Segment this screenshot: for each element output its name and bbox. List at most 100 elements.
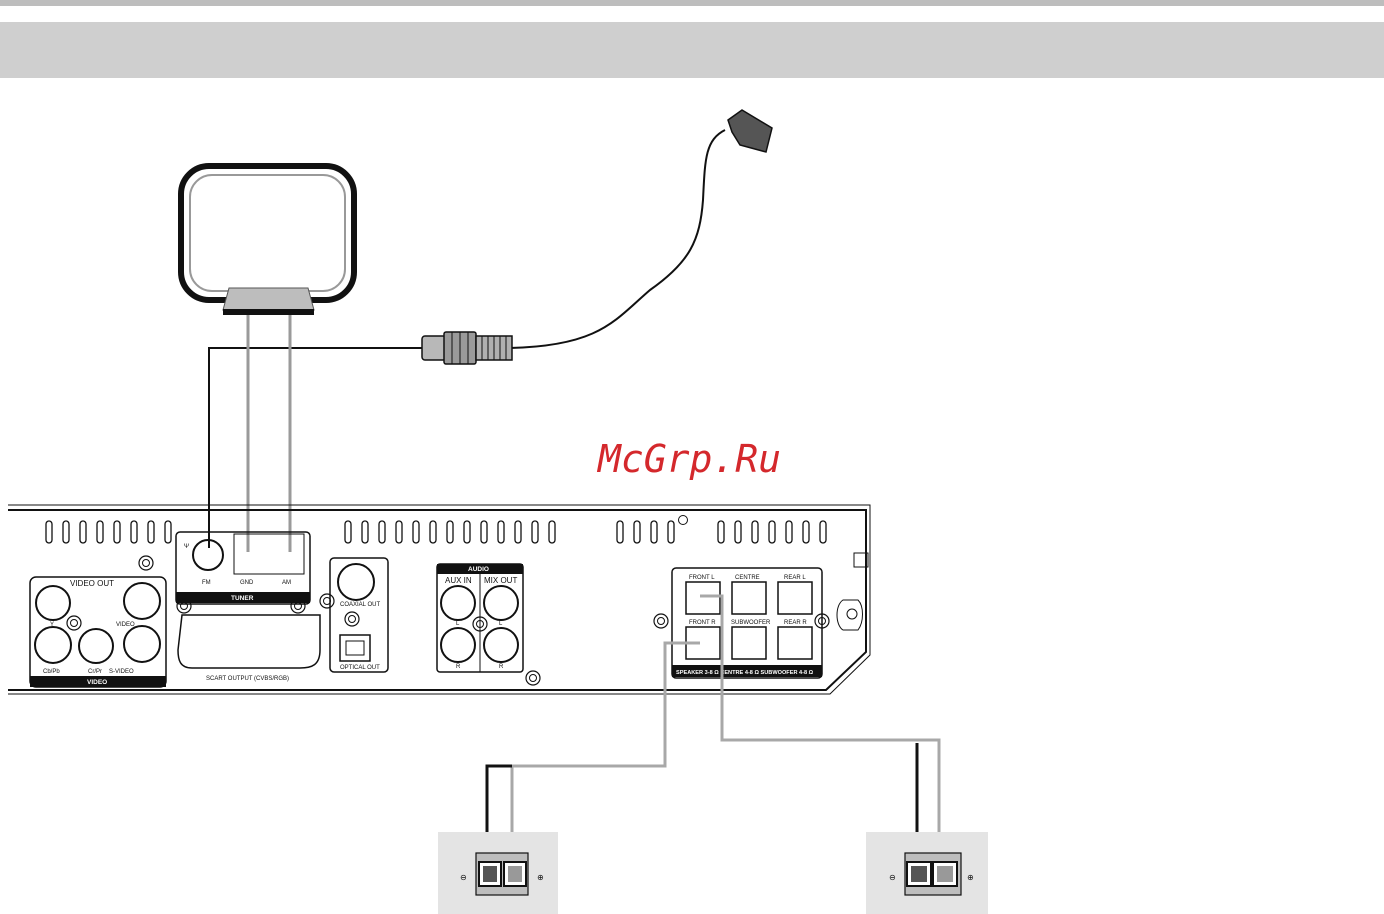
screw-icon [320, 594, 334, 608]
optical-label: OPTICAL OUT [340, 665, 380, 671]
mix-r-label: R [499, 664, 504, 670]
watermark: McGrp.Ru [596, 437, 781, 481]
front-l-terminal [686, 582, 720, 614]
vent-slot [345, 521, 351, 543]
vent-slot [786, 521, 792, 543]
aux-l-label: L [456, 621, 460, 627]
gnd-label: GND [240, 580, 254, 586]
audio-title: AUDIO [468, 566, 489, 573]
cb-pb-jack [35, 627, 71, 663]
vent-slot [430, 521, 436, 543]
fm-antenna-cable [422, 110, 772, 364]
antenna-icon: Ψ [184, 544, 189, 550]
front-r-label: FRONT R [689, 620, 716, 626]
coaxial-label: COAXIAL OUT [340, 602, 380, 608]
am-label: AM [282, 580, 291, 586]
vent-slot [634, 521, 640, 543]
vent-slot [80, 521, 86, 543]
video-label: VIDEO [116, 622, 135, 628]
aux-in-r-jack [441, 628, 475, 662]
vent-slot [735, 521, 741, 543]
vent-slot [803, 521, 809, 543]
vent-slot [515, 521, 521, 543]
am-loop-antenna [181, 166, 354, 315]
scart-label: SCART OUTPUT (CVBS/RGB) [206, 676, 289, 682]
vent-slot [447, 521, 453, 543]
rear-l-label: REAR L [784, 575, 806, 581]
aux-in-label: AUX IN [445, 576, 472, 585]
minus-icon: ⊖ [889, 873, 896, 882]
vent-slot [131, 521, 137, 543]
speaker-terminals-block: SPEAKER 3-8 Ω CENTRE 4-8 Ω SUBWOOFER 4-8… [654, 568, 829, 678]
mix-out-l-jack [484, 586, 518, 620]
vent-slot [820, 521, 826, 543]
fm-wire [209, 348, 422, 548]
vent-slot [481, 521, 487, 543]
am-terminal-box [234, 534, 304, 574]
rear-r-terminal [778, 627, 812, 659]
plus-icon: ⊕ [537, 873, 544, 882]
s-video-label: S-VIDEO [109, 669, 134, 675]
s-video-jack [124, 626, 160, 662]
vent-slot [752, 521, 758, 543]
vent-slots [46, 521, 826, 543]
mix-out-label: MIX OUT [484, 576, 517, 585]
subwoofer-label: SUBWOOFER [731, 620, 771, 626]
aux-in-l-jack [441, 586, 475, 620]
y-label: Y [50, 622, 54, 628]
vent-slot [718, 521, 724, 543]
video-jack [124, 583, 160, 619]
video-out-block: VIDEO OUT VIDEO Y VIDEO Cb/Pb Cr/Pr S-VI… [30, 556, 166, 687]
vent-slot [97, 521, 103, 543]
aux-r-label: R [456, 664, 461, 670]
screw-icon [139, 556, 153, 570]
vent-slot [114, 521, 120, 543]
optical-jack [340, 635, 370, 661]
vent-slot [498, 521, 504, 543]
video-out-title: VIDEO OUT [70, 579, 114, 588]
mix-l-label: L [499, 621, 503, 627]
cr-pr-jack [79, 629, 113, 663]
vent-slot [396, 521, 402, 543]
screw-icon [67, 616, 81, 630]
vent-slot [413, 521, 419, 543]
tuner-label: TUNER [231, 595, 254, 602]
video-footer-label: VIDEO [87, 679, 107, 686]
centre-terminal [732, 582, 766, 614]
rear-r-label: REAR R [784, 620, 807, 626]
digital-out-block: COAXIAL OUT OPTICAL OUT [320, 558, 388, 672]
scart-connector: SCART OUTPUT (CVBS/RGB) [178, 615, 320, 682]
centre-label: CENTRE [735, 575, 760, 581]
plus-icon: ⊕ [967, 873, 974, 882]
vent-slot [532, 521, 538, 543]
vent-slot [362, 521, 368, 543]
screw-icon [654, 614, 668, 628]
cb-pb-label: Cb/Pb [43, 669, 60, 675]
vent-slot [464, 521, 470, 543]
vent-slot [769, 521, 775, 543]
mix-out-r-jack [484, 628, 518, 662]
vent-slot [651, 521, 657, 543]
rear-l-terminal [778, 582, 812, 614]
vent-slot [668, 521, 674, 543]
speaker-footer-label: SPEAKER 3-8 Ω CENTRE 4-8 Ω SUBWOOFER 4-8… [676, 670, 814, 676]
fm-label: FM [202, 580, 211, 586]
screw-icon [345, 612, 359, 626]
audio-block: AUDIO AUX IN MIX OUT L L R R [437, 564, 540, 685]
cr-pr-label: Cr/Pr [88, 669, 102, 675]
right-speaker-terminal: ⊖ ⊕ [866, 832, 988, 914]
screw-icon [526, 671, 540, 685]
vent-slot [63, 521, 69, 543]
coaxial-jack [338, 564, 374, 600]
subwoofer-terminal [732, 627, 766, 659]
vent-slot [148, 521, 154, 543]
vent-slot [617, 521, 623, 543]
minus-icon: ⊖ [460, 873, 467, 882]
front-l-label: FRONT L [689, 575, 715, 581]
vent-slot [165, 521, 171, 543]
vent-slot [549, 521, 555, 543]
y-jack [36, 586, 70, 620]
left-speaker-terminal: ⊖ ⊕ [438, 832, 558, 914]
vent-slot [46, 521, 52, 543]
